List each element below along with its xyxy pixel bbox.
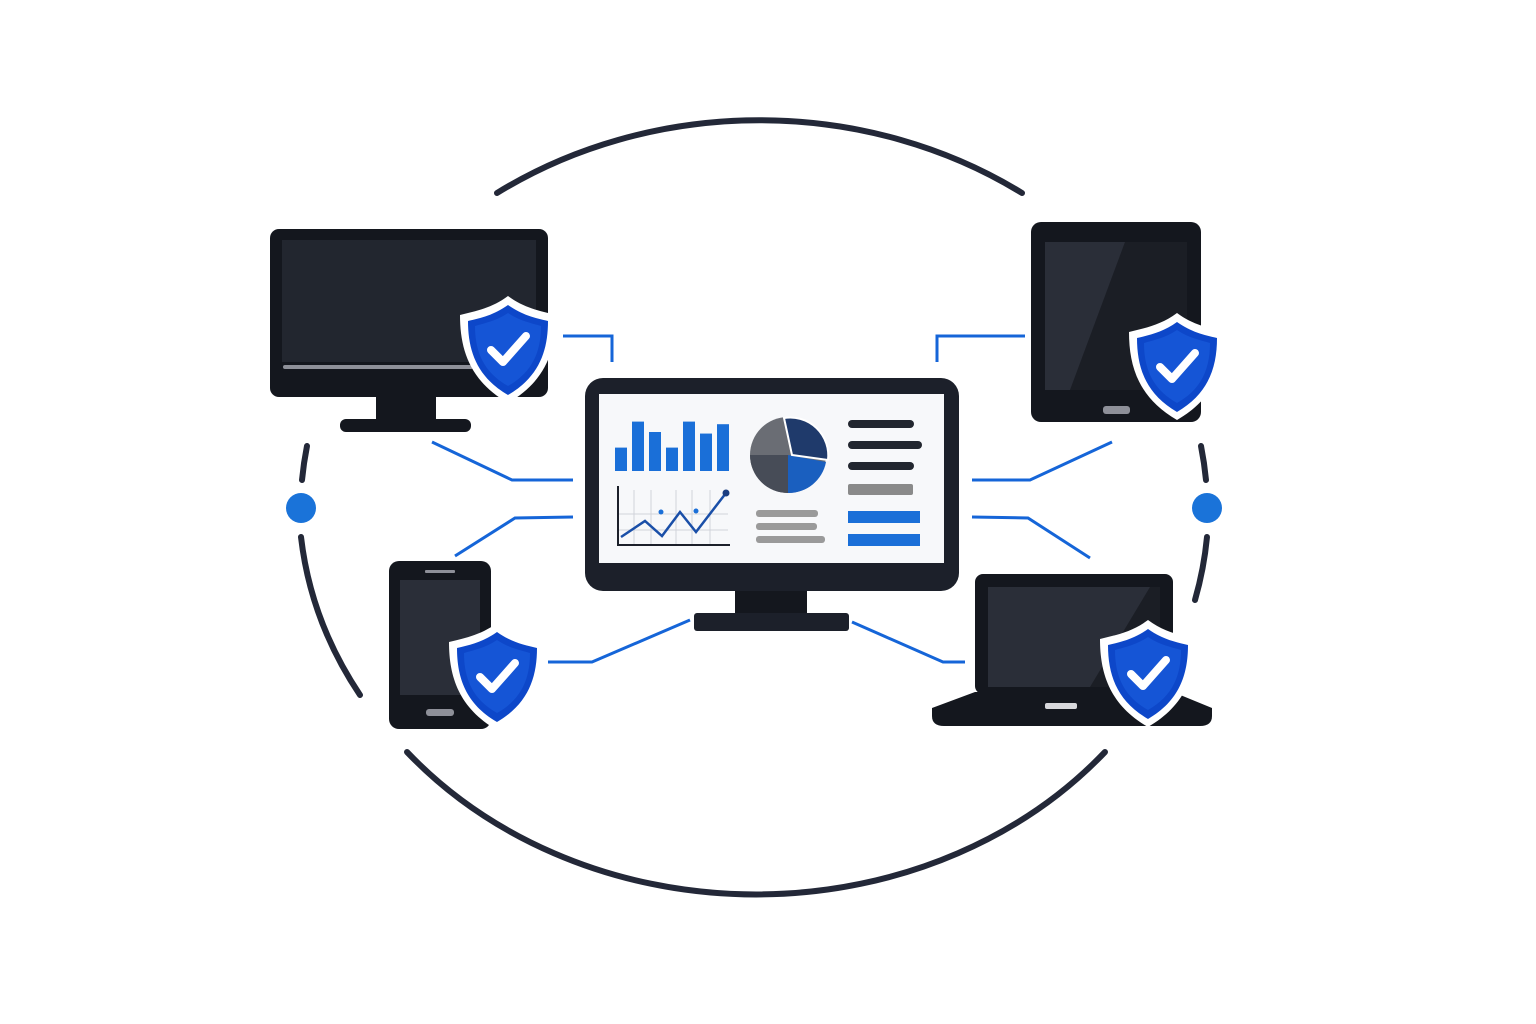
laptop-icon <box>932 574 1212 727</box>
bar <box>632 421 644 471</box>
bar <box>683 421 695 471</box>
ring-arc-bottom <box>404 749 1108 898</box>
ring-arc-top <box>494 117 1025 196</box>
ring-arc-left-lower <box>298 534 363 698</box>
pie-chart <box>750 416 830 494</box>
connection-line <box>935 334 1025 362</box>
ring-arc-right-lower <box>1192 534 1210 603</box>
line-chart <box>617 486 730 546</box>
line-series <box>620 492 727 539</box>
dashboard-monitor-icon <box>585 378 959 631</box>
ring-node-right <box>1192 493 1222 523</box>
connection-line <box>851 620 965 664</box>
bar <box>615 447 627 471</box>
bar <box>666 447 678 471</box>
ring-node-left <box>286 493 316 523</box>
network-ring <box>298 117 1210 898</box>
connection-line <box>971 515 1091 560</box>
connection-lines <box>431 334 1113 664</box>
connection-line <box>548 618 691 664</box>
text-lines <box>756 420 922 546</box>
bar <box>649 432 661 471</box>
connection-line <box>454 515 574 558</box>
connection-line <box>431 440 573 482</box>
bar <box>700 433 712 471</box>
connection-line <box>563 334 614 362</box>
smartphone-icon <box>389 561 545 730</box>
bar <box>717 424 729 471</box>
ring-arc-right <box>1198 443 1209 483</box>
desktop-monitor-icon <box>270 229 556 432</box>
bar-chart <box>615 421 729 471</box>
line-end-point <box>722 489 730 497</box>
ring-arc-left <box>299 443 310 483</box>
tablet-icon <box>1031 222 1225 422</box>
connection-line <box>972 440 1113 482</box>
